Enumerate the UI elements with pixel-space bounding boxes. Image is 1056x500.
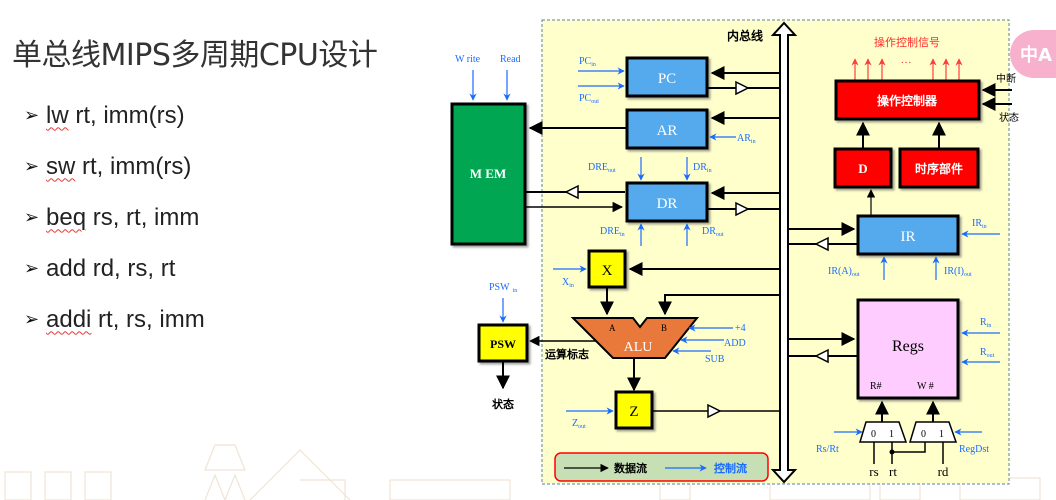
pc-label: PC (658, 71, 676, 87)
regs-write-num-label: W # (917, 381, 934, 392)
z-out-label: Zout (572, 418, 586, 430)
field-rt: rt (889, 464, 897, 479)
arrowhead-bullet-icon: ➢ (24, 309, 40, 329)
instruction-mnemonic: addi (46, 305, 92, 333)
pc-register (625, 56, 709, 98)
ir-i-out-label: IR(I)out (944, 266, 972, 278)
instruction-item: ➢ add rd, rs, rt (24, 243, 205, 294)
alu-ctrl-sub: SUB (705, 354, 725, 365)
instruction-mnemonic: beq (46, 203, 87, 231)
alu-input-a-label: A (609, 323, 616, 333)
ir-register (856, 214, 960, 256)
mem-read-label: Read (500, 54, 521, 65)
tristate-gate-icon (735, 80, 750, 96)
junction-dot (889, 449, 895, 455)
arrowhead-bullet-icon: ➢ (24, 105, 40, 125)
z-label: Z (629, 404, 638, 420)
translate-icon: 中A (1020, 45, 1052, 66)
instruction-list: ➢ lw rt, imm(rs) ➢ sw rt, imm(rs) ➢ beq rs,… (24, 90, 205, 345)
operation-controller (834, 79, 981, 121)
translate-button[interactable]: 中A (1010, 30, 1056, 78)
d-label: D (858, 161, 867, 176)
mem-block (450, 102, 527, 246)
alu-flags-label: 运算标志 (545, 347, 589, 361)
mux2-input-1: 1 (939, 429, 944, 440)
dr-in-label: DRin (693, 162, 712, 174)
interrupt-label: 中断 (996, 72, 1016, 85)
regs-r-in-label: Rin (980, 317, 991, 329)
mux-rs-rt (858, 421, 908, 443)
instruction-operands: rt, imm(rs) (75, 101, 185, 129)
mux2-ctrl-label: RegDst (959, 444, 989, 455)
arrowhead-bullet-icon: ➢ (24, 207, 40, 227)
ir-in-label: IRin (972, 218, 987, 230)
controller-status-label: 状态 (999, 111, 1019, 124)
alu-input-b-label: B (661, 323, 667, 333)
instruction-item: ➢ addi rt, rs, imm (24, 294, 205, 345)
dre-in-label: DREin (600, 226, 625, 238)
z-register (614, 390, 654, 430)
ar-label: AR (657, 123, 678, 139)
bus-label: 内总线 (727, 28, 763, 43)
alu-ctrl-add: ADD (724, 338, 746, 349)
legend-box (554, 452, 769, 482)
regs-r-out-label: Rout (980, 347, 995, 359)
control-signals-ellipsis: ··· (901, 57, 912, 69)
mux1-input-0: 0 (871, 429, 876, 440)
arrowhead-bullet-icon: ➢ (24, 156, 40, 176)
ar-in-label: ARin (737, 133, 756, 145)
mux1-ctrl-label: Rs/Rt (816, 444, 839, 455)
x-in-label: Xin (562, 277, 574, 289)
alu-unit (570, 317, 700, 359)
legend-control-flow: 控制流 (714, 461, 747, 475)
dr-register (625, 181, 709, 223)
arrowhead-bullet-icon: ➢ (24, 258, 40, 278)
mux1-input-1: 1 (889, 429, 894, 440)
instruction-item: ➢ lw rt, imm(rs) (24, 90, 205, 141)
regs-label: Regs (892, 338, 924, 355)
alu-label: ALU (624, 340, 653, 355)
field-rs: rs (869, 464, 878, 479)
dre-out-label: DREout (588, 162, 616, 174)
control-signals-label: 操作控制信号 (874, 35, 940, 49)
ar-register (625, 108, 709, 150)
mem-label: M EM (470, 166, 506, 181)
psw-status-label: 状态 (492, 397, 514, 411)
x-label: X (602, 263, 613, 279)
instruction-item: ➢ beq rs, rt, imm (24, 192, 205, 243)
instruction-mnemonic: add (46, 254, 87, 282)
pc-in-label: PCin (579, 56, 596, 68)
instruction-operands: rt, rs, imm (98, 305, 205, 333)
register-file (856, 298, 960, 400)
controller-label: 操作控制器 (877, 93, 938, 108)
alu-ctrl-plus4: +4 (735, 323, 746, 334)
field-rd: rd (938, 464, 949, 479)
instruction-operands: rt, imm(rs) (82, 152, 192, 180)
mux-regdst (908, 421, 958, 443)
instruction-mnemonic: sw (46, 152, 76, 180)
instruction-mnemonic: lw (46, 101, 69, 129)
internal-bus (770, 21, 798, 484)
mux2-input-0: 0 (921, 429, 926, 440)
dr-out-label: DRout (702, 226, 724, 238)
regs-read-num-label: R# (870, 381, 882, 392)
psw-label: PSW (490, 337, 516, 351)
ir-label: IR (901, 229, 916, 245)
timing-label: 时序部件 (915, 161, 963, 176)
instruction-item: ➢ sw rt, imm(rs) (24, 141, 205, 192)
mem-write-label: W rite (455, 54, 481, 65)
slide-title: 单总线MIPS多周期CPU设计 (12, 38, 378, 73)
ir-a-out-label: IR(A)out (828, 266, 860, 278)
pc-out-label: PCout (579, 93, 599, 105)
dr-label: DR (657, 196, 678, 212)
instruction-operands: rs, rt, imm (92, 203, 200, 231)
legend-data-flow: 数据流 (614, 461, 647, 475)
instruction-operands: rd, rs, rt (92, 254, 176, 282)
